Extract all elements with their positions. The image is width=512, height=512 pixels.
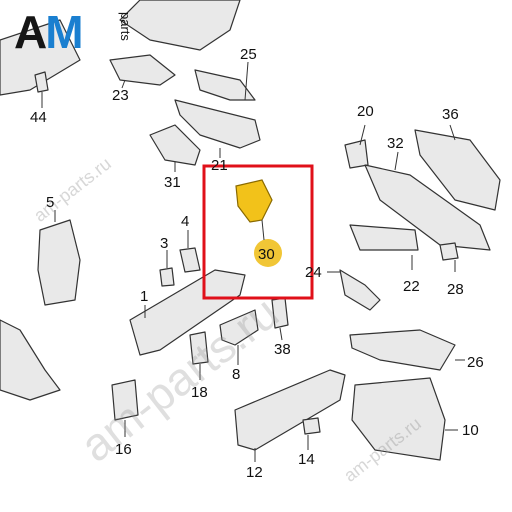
brand-logo: AM parts <box>14 6 133 58</box>
part-8 <box>219 309 259 346</box>
part-1 <box>129 269 246 356</box>
part-36 <box>414 129 501 211</box>
callout-32: 32 <box>387 135 404 152</box>
callout-30: 30 <box>258 246 275 263</box>
part-20 <box>344 139 369 169</box>
callout-21: 21 <box>211 157 228 174</box>
part-23 <box>109 54 176 86</box>
part-16 <box>111 379 139 421</box>
part-44 <box>34 71 49 93</box>
part-24 <box>339 269 381 311</box>
part-32 <box>364 164 491 251</box>
callout-22: 22 <box>403 278 420 295</box>
callout-26: 26 <box>467 354 484 371</box>
part-21 <box>174 99 261 149</box>
part-4 <box>179 247 201 273</box>
part-12 <box>234 369 346 451</box>
callout-14: 14 <box>298 451 315 468</box>
callout-31: 31 <box>164 174 181 191</box>
rail-top-left <box>0 19 81 96</box>
callout-44: 44 <box>30 109 47 126</box>
part-3 <box>159 267 175 287</box>
highlight-box <box>202 164 314 300</box>
callout-23: 23 <box>112 87 129 104</box>
part-30-highlighted <box>235 179 273 223</box>
callout-3: 3 <box>160 235 169 252</box>
part-38 <box>271 297 289 329</box>
highlight-marker <box>254 239 282 267</box>
callout-25: 25 <box>240 46 257 63</box>
part-10 <box>351 377 446 461</box>
rail-top-center <box>119 0 241 51</box>
callout-8: 8 <box>232 366 241 383</box>
part-25 <box>194 69 256 101</box>
callout-36: 36 <box>442 106 459 123</box>
part-14 <box>302 417 321 435</box>
callout-1: 1 <box>140 288 149 305</box>
part-22 <box>349 224 419 251</box>
callout-16: 16 <box>115 441 132 458</box>
callout-12: 12 <box>246 464 263 481</box>
callout-28: 28 <box>447 281 464 298</box>
part-26 <box>349 329 456 371</box>
callout-18: 18 <box>191 384 208 401</box>
floor-left <box>0 319 61 401</box>
callout-20: 20 <box>357 103 374 120</box>
callout-10: 10 <box>462 422 479 439</box>
callout-24: 24 <box>305 264 322 281</box>
callout-5: 5 <box>46 194 55 211</box>
part-5 <box>37 219 81 306</box>
part-28 <box>439 242 459 261</box>
part-31 <box>149 124 201 166</box>
part-18 <box>189 331 209 365</box>
callout-4: 4 <box>181 213 190 230</box>
callout-38: 38 <box>274 341 291 358</box>
